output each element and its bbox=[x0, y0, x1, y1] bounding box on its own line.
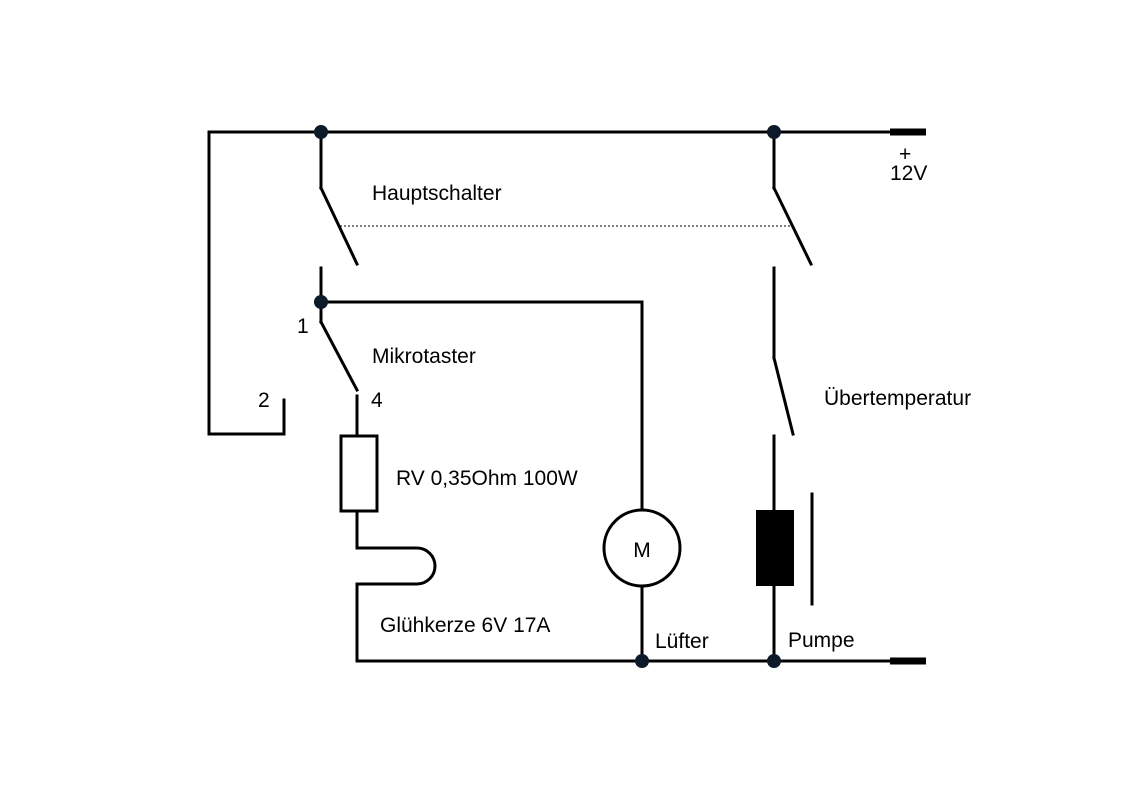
contact-2-loop bbox=[207, 130, 286, 436]
motor-symbol-label: M bbox=[633, 539, 651, 562]
glow-plug bbox=[355, 546, 437, 663]
resistor-label: RV 0,35Ohm 100W bbox=[396, 467, 578, 490]
junction-dot bbox=[314, 295, 328, 309]
fan-feed-wire bbox=[319, 300, 644, 512]
pin-1-label: 1 bbox=[297, 315, 309, 338]
overtemp-blade bbox=[772, 356, 795, 436]
junction-dot bbox=[767, 654, 781, 668]
microswitch-blade bbox=[318, 319, 360, 393]
main-switch-label: Hauptschalter bbox=[372, 182, 502, 205]
glow-plug-label: Glühkerze 6V 17A bbox=[380, 614, 550, 637]
junction-dot bbox=[635, 654, 649, 668]
junction-dot bbox=[767, 125, 781, 139]
microswitch-label: Mikrotaster bbox=[372, 345, 476, 368]
overtemp-label: Übertemperatur bbox=[824, 387, 971, 410]
fan-label: Lüfter bbox=[655, 630, 709, 653]
pump-label: Pumpe bbox=[788, 629, 855, 652]
junction-dot bbox=[314, 125, 328, 139]
supply-voltage-label: 12V bbox=[890, 162, 927, 185]
resistor-body bbox=[339, 434, 379, 513]
pump-body bbox=[756, 510, 794, 586]
pin-4-label: 4 bbox=[371, 389, 383, 412]
supply-plus-label: + bbox=[899, 143, 911, 166]
main-switch-left-blade bbox=[319, 186, 359, 266]
pin-2-label: 2 bbox=[258, 389, 270, 412]
